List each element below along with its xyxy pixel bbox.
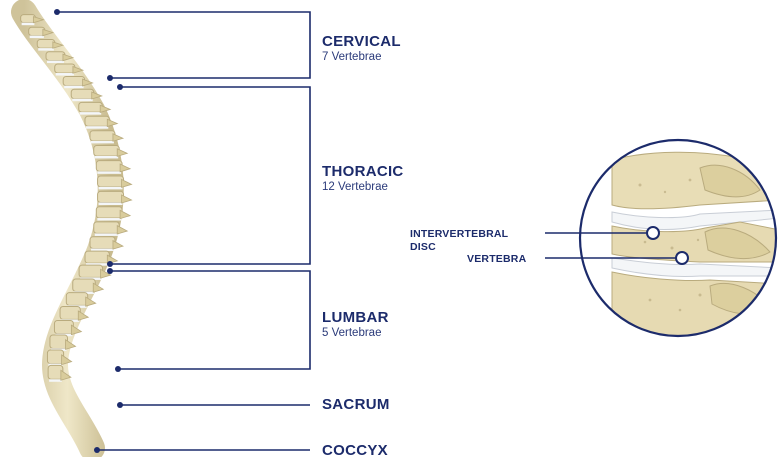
disc-block: [94, 155, 119, 159]
thoracic-bracket: [110, 86, 311, 265]
vertebra-block: [95, 206, 123, 219]
disc-marker: [646, 226, 660, 240]
spinous-process: [119, 163, 132, 173]
coccyx-label: COCCYX: [322, 442, 388, 459]
lumbar-count: 5 Vertebrae: [322, 327, 382, 339]
vertebra-block: [89, 130, 116, 142]
spinous-process: [70, 324, 83, 336]
spinous-process: [121, 178, 133, 188]
vertebra-block: [97, 175, 125, 188]
vertebra-block: [45, 51, 66, 62]
disc-block: [91, 248, 114, 252]
label-connectors: [57, 11, 311, 451]
vertebra-block: [36, 39, 56, 49]
disc-block: [29, 35, 44, 39]
disc-block: [21, 22, 35, 26]
disc-block: [55, 73, 74, 76]
thoracic-count: 12 Vertebrae: [322, 181, 388, 193]
spinous-process: [121, 194, 133, 204]
vertebra-block: [97, 190, 125, 203]
vertebra-block: [62, 75, 86, 87]
intervertebral-disc-label-line1: INTERVERTEBRAL: [410, 228, 509, 240]
vertebra-block: [84, 250, 110, 264]
disc-block: [98, 202, 123, 205]
spinous-process: [116, 148, 129, 157]
disc-block: [97, 171, 122, 174]
disc-block: [86, 263, 109, 266]
spinous-process: [65, 338, 77, 350]
vertebra-block: [84, 115, 110, 127]
vertebra-block: [95, 160, 123, 172]
vertebra-block: [78, 101, 103, 113]
intervertebral-disc-label-line2: DISC: [410, 241, 436, 253]
vertebra-block: [46, 349, 65, 365]
spinous-process: [77, 310, 90, 321]
spinous-process: [116, 224, 129, 235]
spinous-process: [91, 91, 103, 100]
disc-block: [94, 233, 119, 236]
spinous-process: [82, 78, 94, 87]
lumbar-bracket: [110, 270, 311, 370]
disc-block: [79, 112, 102, 115]
disc-block: [38, 48, 54, 51]
cervical-bracket: [57, 11, 311, 79]
cervical-label: CERVICAL: [322, 33, 401, 50]
spinous-process: [100, 268, 112, 279]
sacrum-label: SACRUM: [322, 396, 390, 413]
vertebra-block: [53, 320, 74, 335]
lumbar-label: LUMBAR: [322, 309, 389, 326]
spinous-process: [112, 133, 125, 142]
disc-block: [49, 379, 62, 382]
vertebra-block: [93, 145, 120, 157]
spinous-process: [119, 209, 132, 220]
spinous-process: [112, 239, 124, 250]
spinous-process: [62, 53, 75, 62]
vertebra-block: [54, 63, 76, 74]
disc-block: [97, 218, 122, 221]
vertebra-label: VERTEBRA: [467, 253, 527, 265]
vertebra-block: [72, 278, 96, 292]
disc-block: [47, 60, 64, 64]
spine-illustration: [11, 0, 133, 457]
spinous-process: [106, 118, 119, 128]
spinous-process: [60, 369, 72, 381]
disc-block: [86, 126, 109, 129]
spinous-process: [32, 16, 45, 24]
disc-block: [72, 98, 93, 102]
connector-dots: [54, 9, 123, 453]
vertebra-block: [49, 334, 69, 349]
zoom-detail: [545, 138, 778, 338]
spinous-process: [85, 296, 97, 307]
spinous-process: [99, 104, 112, 113]
spinous-process: [52, 41, 65, 49]
vertebra-block: [93, 221, 120, 234]
spinous-process: [42, 28, 55, 37]
vertebra-block: [28, 26, 46, 37]
vertebra-block: [65, 292, 89, 306]
vertebra-block: [89, 236, 116, 250]
spinous-process: [61, 354, 73, 366]
disc-block: [90, 140, 114, 144]
vertebra-marker: [675, 251, 689, 265]
spinous-process: [72, 65, 85, 74]
spinous-process: [92, 282, 105, 293]
vertebra-block: [70, 88, 95, 100]
cervical-count: 7 Vertebrae: [322, 51, 382, 63]
disc-block: [64, 85, 84, 89]
thoracic-label: THORACIC: [322, 163, 404, 180]
vertebra-block: [59, 305, 81, 320]
vertebra-block: [78, 264, 104, 278]
vertebrae-group: [20, 14, 133, 382]
disc-block: [98, 186, 123, 190]
